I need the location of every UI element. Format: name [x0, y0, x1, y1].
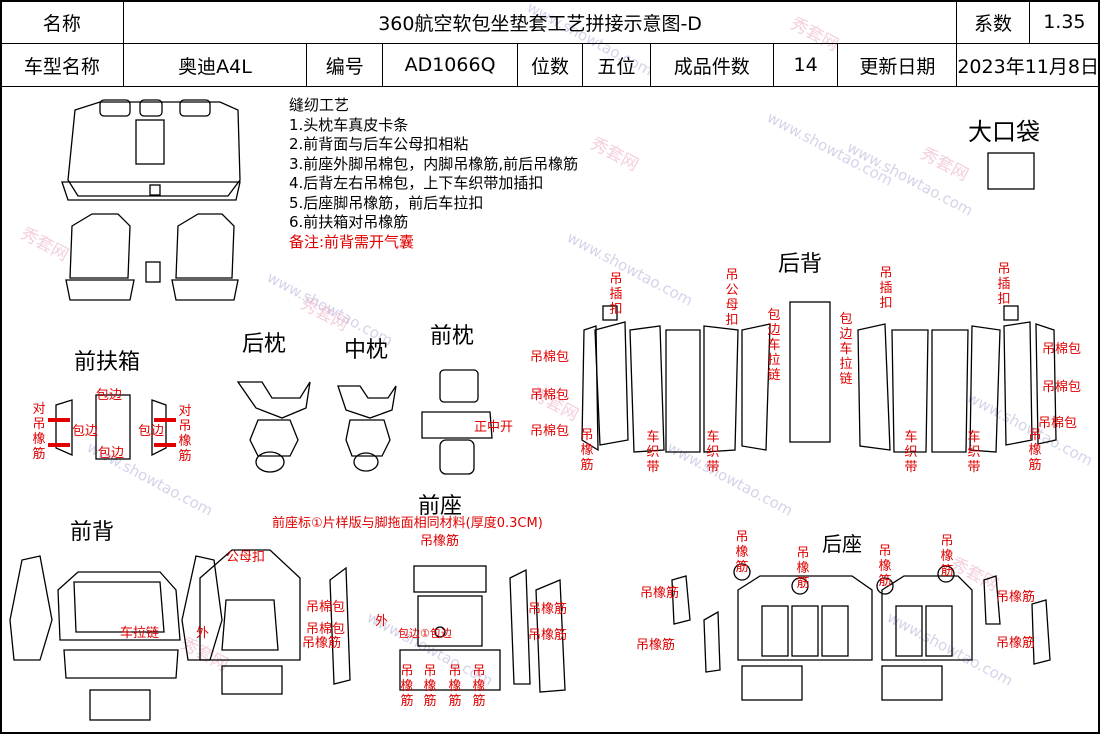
pieces-value: 14 — [772, 43, 839, 87]
overview-rear-bench — [61, 99, 241, 201]
rear-headrest-label: 后枕 — [242, 332, 287, 357]
coef-value: 1.35 — [1028, 0, 1100, 44]
rear-back-buckle-right: 吊插扣 — [997, 262, 1011, 307]
date-value: 2023年11月8日 — [956, 43, 1100, 87]
rear-seat-elastic-left-1: 吊橡筋 — [640, 586, 680, 601]
note-item: 2.前背面与后车公母扣相粘 — [289, 135, 469, 153]
rear-back-webbing-2: 车织带 — [706, 430, 720, 475]
rear-seat-elastic-3: 吊橡筋 — [878, 544, 892, 589]
date-label: 更新日期 — [837, 43, 958, 87]
front-seat-elastic-right-2: 吊橡筋 — [528, 628, 568, 643]
big-pocket-label: 大口袋 — [968, 118, 1040, 146]
front-seat-elastic-b3: 吊橡筋 — [448, 664, 462, 709]
front-headrest-label: 前枕 — [430, 324, 475, 349]
note-item: 5.后座脚吊橡筋，前后车拉扣 — [289, 193, 484, 212]
notes-title: 缝纫工艺 — [289, 96, 350, 114]
front-back-outer: 外 — [196, 626, 210, 641]
rear-seat-elastic-4: 吊橡筋 — [940, 534, 954, 579]
front-seat-elastic-left: 吊橡筋 — [302, 636, 342, 651]
front-armrest-label: 前扶箱 — [74, 350, 141, 375]
note-item: 3.前座外脚吊棉包，内脚吊橡筋,前后吊橡筋 — [289, 154, 579, 173]
front-back-label: 前背 — [70, 520, 115, 545]
front-seat-elastic-top: 吊橡筋 — [420, 534, 460, 549]
rear-back-elastic-left: 吊橡筋 — [580, 428, 594, 473]
front-seat-label: 前座 — [418, 494, 463, 519]
note-item: 4.后背左右吊棉包，上下车织带加插扣 — [289, 174, 544, 192]
sewing-notes: 缝纫工艺 1.头枕车真皮卡条 2.前背面与后车公母扣相粘 3.前座外脚吊棉包，内… — [289, 96, 578, 252]
armrest-edge-top: 包边 — [96, 388, 123, 403]
front-headrest-pieces — [421, 369, 493, 475]
armrest-edge-left: 包边 — [72, 424, 99, 439]
armrest-opposite-elastic-right: 对吊橡筋 — [178, 404, 192, 464]
header-table: 名称 360航空软包坐垫套工艺拼接示意图-D 系数 1.35 车型名称 奥迪A4… — [0, 0, 1100, 87]
note-item: 6.前扶箱对吊橡筋 — [289, 213, 409, 231]
middle-headrest-label: 中枕 — [344, 338, 389, 363]
notes-remark: 备注:前背需开气囊 — [289, 232, 415, 251]
rear-back-buckle-left: 吊插扣 — [609, 272, 623, 317]
seats-value: 五位 — [582, 43, 651, 87]
rear-seat-pieces — [671, 563, 1051, 701]
front-seat-edge-circle: 包边①包边 — [398, 627, 452, 640]
drawing-title: 360航空软包坐垫套工艺拼接示意图-D — [122, 0, 958, 44]
rear-back-cotton-2: 吊棉包 — [530, 388, 570, 403]
rear-back-webbing-1: 车织带 — [646, 430, 660, 475]
rear-back-webbing-4: 车织带 — [967, 430, 981, 475]
rear-back-male-female: 吊公母扣 — [725, 268, 739, 328]
armrest-opposite-elastic-left: 对吊橡筋 — [32, 402, 46, 462]
armrest-edge-bottom: 包边 — [98, 446, 125, 461]
front-headrest-slit: 正中开 — [474, 420, 514, 435]
front-back-male-female: 公母扣 — [226, 550, 266, 565]
rear-back-label: 后背 — [778, 252, 823, 277]
middle-headrest-pieces — [337, 385, 397, 472]
front-armrest-pieces — [48, 394, 176, 460]
model-label: 车型名称 — [0, 43, 124, 87]
front-seat-elastic-b4: 吊橡筋 — [472, 664, 486, 709]
code-value: AD1066Q — [382, 43, 518, 87]
rear-headrest-pieces — [236, 381, 311, 473]
overview-front-seats — [65, 213, 239, 301]
rear-seat-label: 后座 — [822, 532, 862, 556]
rear-back-cotton-1: 吊棉包 — [530, 350, 570, 365]
rear-seat-elastic-1: 吊橡筋 — [735, 530, 749, 575]
front-back-pieces — [9, 555, 223, 721]
seats-label: 位数 — [516, 43, 584, 87]
rear-back-buckle-mid: 吊插扣 — [879, 266, 893, 311]
rear-back-cotton-5: 吊棉包 — [1042, 380, 1082, 395]
front-seat-note: 前座标①片样版与脚拖面相同材料(厚度0.3CM) — [272, 516, 543, 531]
rear-back-pieces — [581, 301, 1057, 453]
code-label: 编号 — [306, 43, 384, 87]
front-seat-cotton-1: 吊棉包 — [306, 600, 346, 615]
rear-back-binding-zipper-left: 包边车拉链 — [767, 308, 781, 383]
front-seat-pieces — [199, 549, 566, 695]
model-value: 奥迪A4L — [122, 43, 308, 87]
front-back-zipper: 车拉链 — [120, 626, 160, 641]
rear-seat-elastic-right-1: 吊橡筋 — [996, 590, 1036, 605]
front-seat-outer: 外 — [375, 614, 389, 629]
rear-back-binding-zipper-right: 包边车拉链 — [839, 312, 853, 387]
note-item: 1.头枕车真皮卡条 — [289, 115, 409, 134]
rear-seat-elastic-left-2: 吊橡筋 — [636, 638, 676, 653]
rear-seat-elastic-right-2: 吊橡筋 — [996, 636, 1036, 651]
rear-back-cotton-3: 吊棉包 — [530, 424, 570, 439]
rear-back-cotton-4: 吊棉包 — [1042, 342, 1082, 357]
rear-back-cotton-6: 吊棉包 — [1038, 416, 1078, 431]
rear-back-webbing-3: 车织带 — [904, 430, 918, 475]
rear-seat-elastic-2: 吊橡筋 — [796, 546, 810, 591]
big-pocket-shape — [987, 152, 1035, 190]
coef-label: 系数 — [956, 0, 1030, 44]
armrest-edge-right: 包边 — [138, 424, 165, 439]
front-seat-elastic-right-1: 吊橡筋 — [528, 602, 568, 617]
front-seat-cotton-2: 吊棉包 — [306, 622, 346, 637]
front-seat-elastic-b1: 吊橡筋 — [400, 664, 414, 709]
pieces-label: 成品件数 — [649, 43, 774, 87]
rear-back-elastic-right: 吊橡筋 — [1028, 428, 1042, 473]
front-seat-elastic-b2: 吊橡筋 — [423, 664, 437, 709]
